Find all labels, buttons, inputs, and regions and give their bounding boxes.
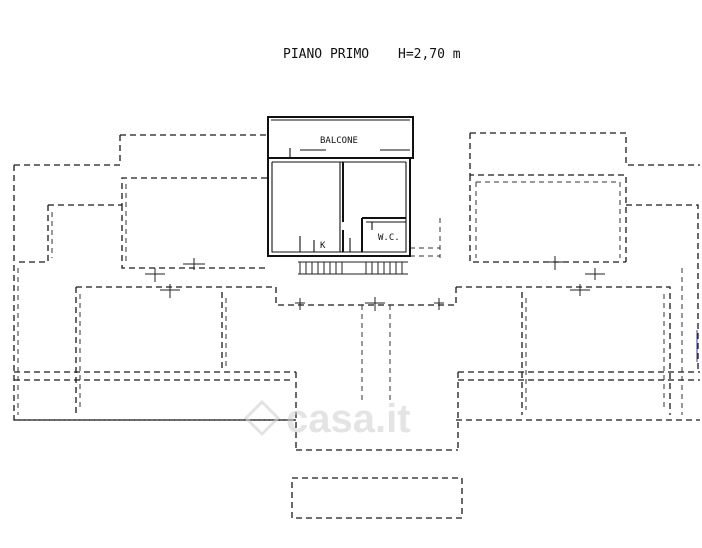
column-markers — [145, 256, 605, 311]
room-label-balcony: BALCONE — [320, 136, 358, 146]
room-label-wc: W.C. — [378, 233, 400, 243]
steps-below-unit — [298, 261, 408, 275]
room-label-kitchen: K — [320, 241, 326, 251]
plan-height-note: H=2,70 m — [398, 47, 461, 62]
watermark-logo: casa.it — [243, 397, 411, 441]
watermark-text: casa.it — [286, 397, 411, 441]
apartment-unit — [267, 116, 414, 257]
plan-title: PIANO PRIMO — [283, 47, 369, 62]
building-outline — [13, 132, 700, 519]
